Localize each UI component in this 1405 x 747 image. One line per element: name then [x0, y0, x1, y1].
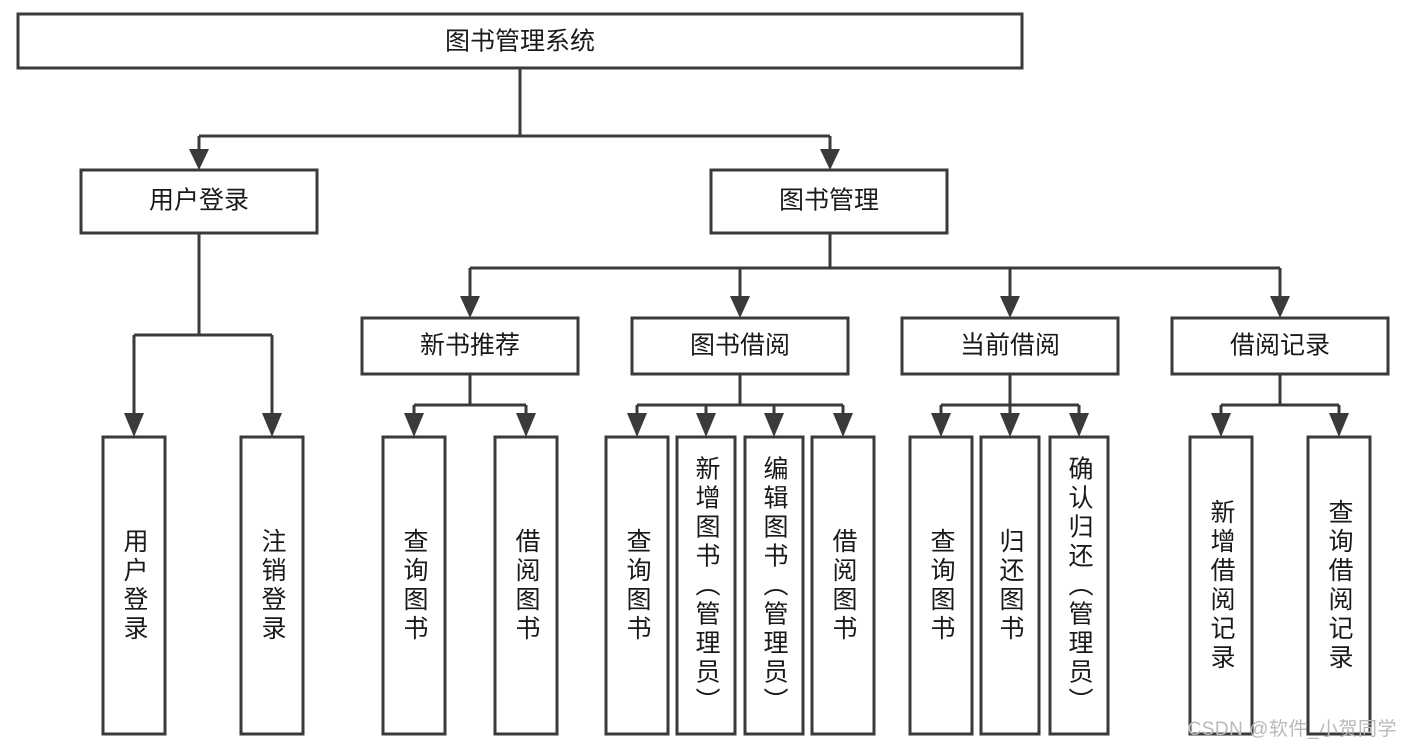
node-leaf-confirm-return[interactable]: 确认归还（管理员） [1048, 435, 1110, 736]
arrow-head-book-borrow [730, 296, 750, 318]
node-leaf-query-book-3-box[interactable] [908, 435, 974, 736]
arrow-head-leaf-logout-login [262, 413, 282, 437]
node-leaf-query-book-2[interactable]: 查询图书 [604, 435, 670, 736]
node-root-label: 图书管理系统 [445, 28, 595, 56]
node-leaf-return-book-label: 归还图书 [996, 528, 1025, 644]
connector-group-user-login [124, 233, 282, 437]
node-leaf-borrow-book-2[interactable]: 借阅图书 [810, 435, 876, 736]
node-leaf-borrow-book-1[interactable]: 借阅图书 [493, 435, 559, 736]
node-leaf-confirm-return-box[interactable] [1048, 435, 1110, 736]
arrow-head-leaf-query-book-2 [627, 413, 647, 437]
node-leaf-return-book-box[interactable] [979, 435, 1041, 736]
arrow-head-leaf-borrow-book-2 [833, 413, 853, 437]
node-leaf-edit-book[interactable]: 编辑图书（管理员） [743, 435, 805, 736]
node-leaf-edit-book-box[interactable] [743, 435, 805, 736]
arrow-head-leaf-user-login [124, 413, 144, 437]
arrow-head-new-book-recommend [460, 296, 480, 318]
node-leaf-user-login-box[interactable] [101, 435, 167, 736]
node-borrow-record-label: 借阅记录 [1230, 332, 1330, 360]
node-leaf-add-record-box[interactable] [1188, 435, 1254, 736]
node-current-borrow-label: 当前借阅 [960, 332, 1060, 360]
node-leaf-return-book[interactable]: 归还图书 [979, 435, 1041, 736]
node-new-book-recommend-box[interactable] [360, 316, 580, 376]
node-leaf-edit-book-label: 编辑图书（管理员） [760, 456, 789, 717]
node-leaf-add-book[interactable]: 新增图书（管理员） [675, 435, 737, 736]
node-leaf-query-book-3-label: 查询图书 [927, 528, 956, 644]
node-leaf-query-book-1-label: 查询图书 [400, 528, 429, 644]
node-leaf-borrow-book-1-box[interactable] [493, 435, 559, 736]
node-new-book-recommend[interactable]: 新书推荐 [360, 316, 580, 376]
connector-group-current-borrow [931, 374, 1089, 437]
node-book-manage-label: 图书管理 [779, 187, 879, 215]
connector-group-book-manage [460, 233, 1290, 318]
arrow-head-leaf-borrow-book-1 [516, 413, 536, 437]
node-leaf-add-record[interactable]: 新增借阅记录 [1188, 435, 1254, 736]
node-leaf-query-book-2-label: 查询图书 [623, 528, 652, 644]
node-leaf-borrow-book-1-label: 借阅图书 [512, 528, 541, 644]
node-root[interactable]: 图书管理系统 [16, 12, 1024, 70]
arrow-head-leaf-add-record [1211, 413, 1231, 437]
node-book-borrow[interactable]: 图书借阅 [630, 316, 850, 376]
connector-group-borrow-record [1211, 374, 1349, 437]
arrow-head-leaf-query-book-3 [931, 413, 951, 437]
node-leaf-user-login[interactable]: 用户登录 [101, 435, 167, 736]
node-current-borrow-box[interactable] [900, 316, 1120, 376]
node-leaf-add-book-label: 新增图书（管理员） [692, 456, 721, 717]
node-leaf-borrow-book-2-box[interactable] [810, 435, 876, 736]
node-leaf-confirm-return-label: 确认归还（管理员） [1065, 456, 1094, 717]
arrow-head-leaf-return-book [1000, 413, 1020, 437]
node-leaf-query-book-2-box[interactable] [604, 435, 670, 736]
node-leaf-user-login-label: 用户登录 [120, 528, 149, 644]
node-leaf-query-book-3[interactable]: 查询图书 [908, 435, 974, 736]
arrow-head-leaf-confirm-return [1069, 413, 1089, 437]
node-book-manage[interactable]: 图书管理 [709, 168, 949, 235]
node-new-book-recommend-label: 新书推荐 [420, 332, 520, 360]
node-borrow-record[interactable]: 借阅记录 [1170, 316, 1390, 376]
node-leaf-query-record[interactable]: 查询借阅记录 [1306, 435, 1372, 736]
node-leaf-query-book-1[interactable]: 查询图书 [381, 435, 447, 736]
node-current-borrow[interactable]: 当前借阅 [900, 316, 1120, 376]
arrow-head-leaf-query-book-1 [404, 413, 424, 437]
connector-group-book-borrow [627, 374, 853, 437]
node-book-manage-box[interactable] [709, 168, 949, 235]
node-leaf-add-book-box[interactable] [675, 435, 737, 736]
node-leaf-query-record-label: 查询借阅记录 [1325, 499, 1354, 673]
node-user-login-box[interactable] [79, 168, 319, 235]
node-book-borrow-box[interactable] [630, 316, 850, 376]
node-book-borrow-label: 图书借阅 [690, 332, 790, 360]
node-root-box[interactable] [16, 12, 1024, 70]
arrow-head-user-login [189, 149, 209, 170]
arrow-head-leaf-edit-book [764, 413, 784, 437]
node-borrow-record-box[interactable] [1170, 316, 1390, 376]
arrow-head-leaf-add-book [696, 413, 716, 437]
node-leaf-borrow-book-2-label: 借阅图书 [829, 528, 858, 644]
arrow-head-book-manage [820, 149, 840, 170]
arrow-head-borrow-record [1270, 296, 1290, 318]
node-leaf-logout-login[interactable]: 注销登录 [239, 435, 305, 736]
connector-group-root [189, 68, 840, 170]
node-leaf-query-book-1-box[interactable] [381, 435, 447, 736]
arrow-head-leaf-query-record [1329, 413, 1349, 437]
node-leaf-query-record-box[interactable] [1306, 435, 1372, 736]
node-leaf-logout-login-label: 注销登录 [258, 528, 287, 644]
arrow-head-current-borrow [1000, 296, 1020, 318]
node-leaf-logout-login-box[interactable] [239, 435, 305, 736]
node-user-login[interactable]: 用户登录 [79, 168, 319, 235]
node-user-login-label: 用户登录 [149, 187, 249, 215]
node-leaf-add-record-label: 新增借阅记录 [1207, 499, 1236, 673]
connector-group-new-book-recommend [404, 374, 536, 437]
